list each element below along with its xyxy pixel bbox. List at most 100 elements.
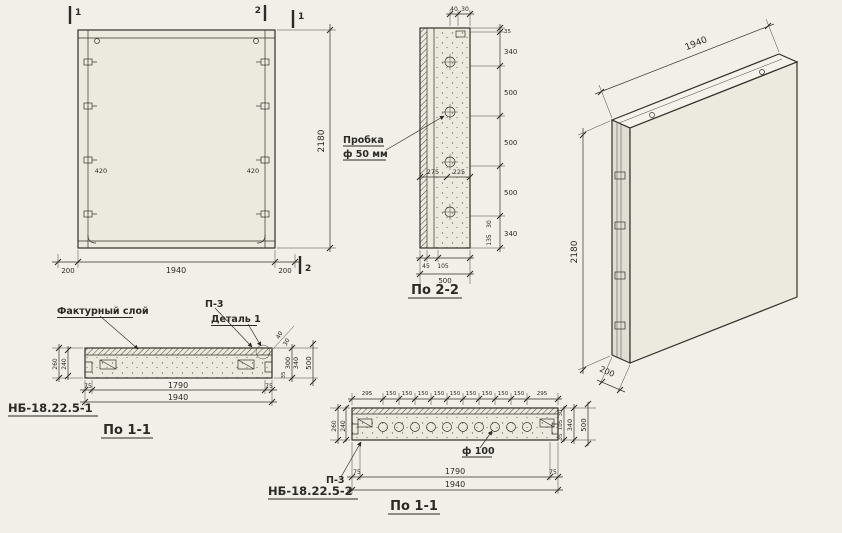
dim-s11b-bottom-total: 1940 <box>445 480 465 489</box>
front-dim-lines <box>52 24 331 263</box>
section11b-dim-ticks <box>334 395 592 494</box>
dim-s11a-left-outer: 260 <box>52 358 59 370</box>
section-2-2-view: 40 30 35 340 500 500 500 340 30 135 275 … <box>343 6 517 299</box>
dim-s11a-bottom-mid: 1790 <box>168 381 188 390</box>
dim-iso-width: 1940 <box>684 35 709 53</box>
dim-s11b-top-0: 295 <box>362 391 373 397</box>
dim-s11b-bottom-left: 75 <box>353 469 361 476</box>
dim-s22-right-0: 35 <box>504 29 511 35</box>
dim-s11b-top-10: 295 <box>537 391 548 397</box>
section-mark-1-right: 1 <box>298 12 304 22</box>
section22-dim-extensions <box>419 10 505 284</box>
section22-plugs <box>442 54 458 220</box>
dim-front-pitch-right: 420 <box>247 167 259 175</box>
dim-s11b-top-1: 150 <box>386 391 397 397</box>
dim-s22-right-1: 340 <box>504 48 517 56</box>
dim-s22-bottom-a: 45 <box>422 263 430 270</box>
dim-s11a-right-f: 500 <box>305 356 313 369</box>
section11a-dim-extensions <box>52 325 318 406</box>
section11b-dim-lines <box>337 398 589 491</box>
dim-s11a-bottom-total: 1940 <box>168 393 188 402</box>
p3-callout-leader-a <box>214 307 253 348</box>
iso-details <box>614 58 783 359</box>
section11a-details <box>85 344 272 373</box>
detail-callout-label: Деталь 1 <box>211 314 261 325</box>
section-mark-2-bottom: 2 <box>305 264 311 274</box>
dim-s11b-right-d: 340 <box>566 419 574 431</box>
front-dim-ticks <box>54 26 334 266</box>
dim-s11b-top-7: 150 <box>482 391 493 397</box>
dim-s11a-right-a: 40 <box>275 330 285 340</box>
dim-front-bottom-left: 200 <box>61 267 74 275</box>
section11a-dim-lines <box>58 340 314 403</box>
dim-s11b-top-6: 150 <box>466 391 477 397</box>
detail-callout-leader <box>247 323 262 347</box>
iso-front-face <box>629 61 798 364</box>
dim-s11a-right-d: 300 <box>284 357 292 369</box>
dim-s11b-top-9: 150 <box>514 391 525 397</box>
dim-s22-right-5: 340 <box>504 230 517 238</box>
p3-callout-label-b: П-3 <box>326 475 345 486</box>
front-panel-inner-lines <box>78 30 275 248</box>
dim-s11b-right-e: 500 <box>580 418 588 431</box>
dim-s22-bottom-b: 105 <box>437 263 449 270</box>
dim-s11b-bottom-mid: 1790 <box>445 467 465 476</box>
dim-s11a-bottom-left: 75 <box>84 383 92 390</box>
dim-s22-top-b: 30 <box>461 6 469 13</box>
dim-iso-depth: 200 <box>598 364 616 378</box>
section22-dim-lines <box>416 13 501 275</box>
dim-front-pitch-left: 420 <box>95 167 107 175</box>
section11a-mark: НБ-18.22.5-1 <box>8 401 93 415</box>
dim-s22-mid-a: 275 <box>427 168 439 176</box>
plug-callout-underline <box>343 145 386 161</box>
section22-outline <box>419 27 471 249</box>
iso-dim-ticks <box>579 22 772 394</box>
dim-front-bottom-right: 200 <box>278 267 291 275</box>
dim-s22-right-bottom-a: 30 <box>486 220 493 228</box>
dim-s11b-top-8: 150 <box>498 391 509 397</box>
plug-callout-line1: Пробка <box>343 135 384 146</box>
dim-s11a-right-e: 35 <box>281 371 287 378</box>
dim-s22-right-2: 500 <box>504 89 517 97</box>
section11b-title: По 1-1 <box>390 499 438 514</box>
section11a-title: По 1-1 <box>103 423 151 438</box>
dim-s11a-bottom-right: 75 <box>265 383 273 390</box>
p3-callout-label-a: П-3 <box>205 299 224 310</box>
dim-s11a-right-b: 30 <box>282 337 292 347</box>
plug-callout-leader <box>385 115 445 151</box>
section11a-dim-ticks <box>55 340 317 406</box>
iso-dim-extensions <box>577 18 780 393</box>
dim-s11b-right-c: 35 <box>558 433 564 440</box>
dim-front-height: 2180 <box>317 129 327 152</box>
dim-s11b-top-5: 150 <box>450 391 461 397</box>
section22-dim-ticks <box>416 10 504 278</box>
section22-title: По 2-2 <box>411 283 459 298</box>
dim-s22-right-bottom-b: 135 <box>486 234 493 246</box>
front-panel-hooks <box>83 58 270 218</box>
section-mark-1-left: 1 <box>75 8 81 18</box>
section22-layer-lines <box>426 28 466 248</box>
hole-callout-label: ф 100 <box>462 446 495 457</box>
section11a-outline <box>84 347 273 379</box>
iso-view: 1940 2180 200 <box>570 18 799 394</box>
plug-callout-line2: ф 50 мм <box>343 149 388 160</box>
dim-s22-bottom-total: 500 <box>438 277 451 285</box>
dim-s11b-top-2: 150 <box>402 391 413 397</box>
section-mark-2-top: 2 <box>255 6 261 16</box>
texture-callout-label: Фактурный слой <box>57 306 149 317</box>
dim-s11b-left-inner: 240 <box>340 420 347 432</box>
section11b-holes <box>378 422 532 432</box>
dim-s22-right-4: 500 <box>504 189 517 197</box>
dim-s11b-right-b: 105 <box>558 419 564 430</box>
dim-s11b-top-4: 150 <box>434 391 445 397</box>
front-dim-extensions <box>57 29 336 268</box>
dim-s11b-left-outer: 260 <box>331 420 338 432</box>
section11b-mark: НБ-18.22.5-2 <box>268 484 353 498</box>
p3-callout-leader-b <box>340 441 362 478</box>
dim-iso-height: 2180 <box>570 240 580 263</box>
dim-front-bottom-mid: 1940 <box>166 266 186 275</box>
dim-s11b-right-a: 30 <box>558 409 564 416</box>
front-panel-outline <box>77 29 276 249</box>
